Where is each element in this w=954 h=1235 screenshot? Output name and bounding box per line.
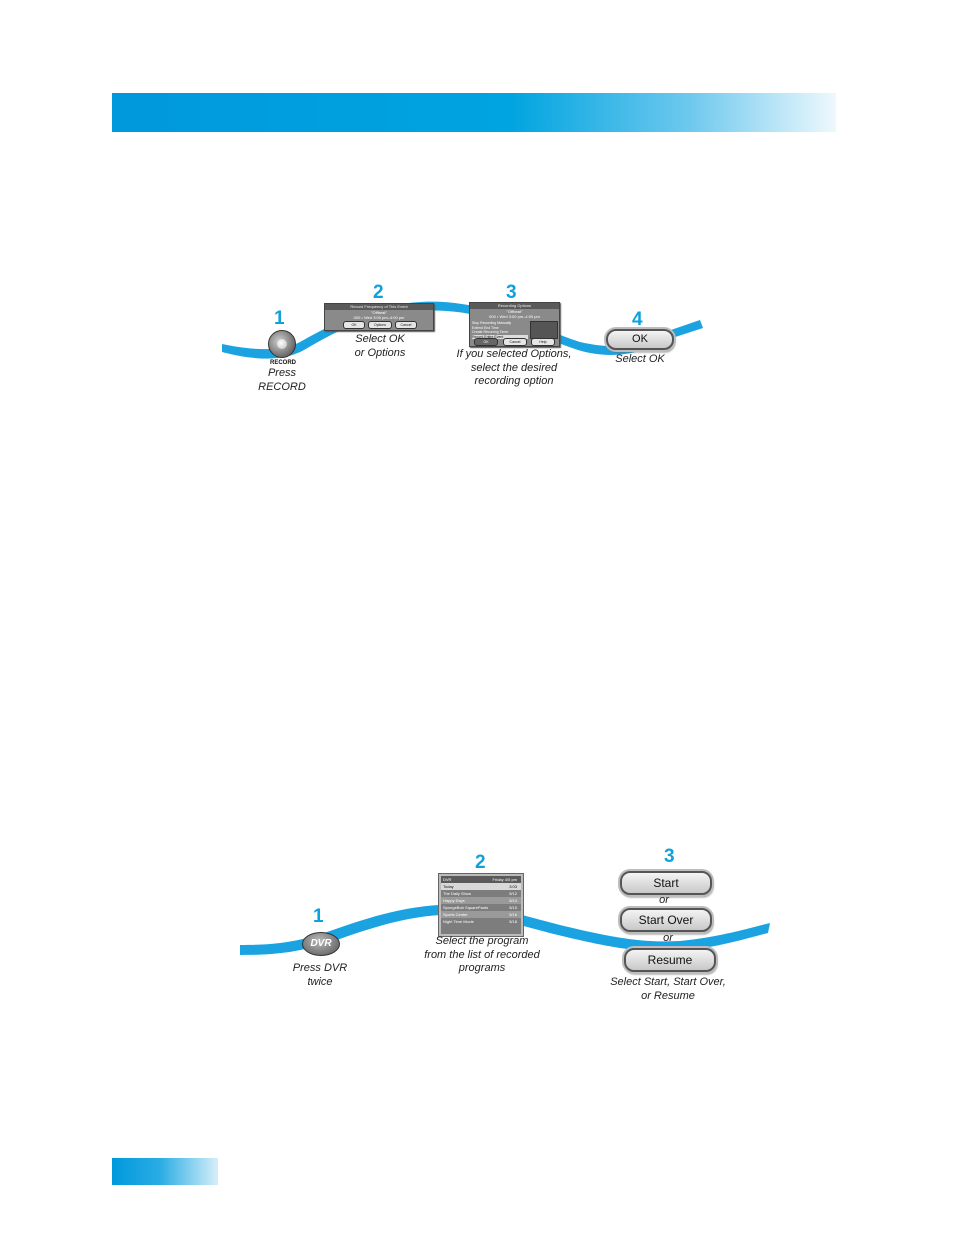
- options-ok-button[interactable]: OK: [474, 338, 498, 346]
- resume-button[interactable]: Resume: [624, 948, 716, 972]
- dvr-step-3-number: 3: [664, 846, 675, 867]
- dialog-options-button[interactable]: Options: [368, 321, 392, 329]
- step-4-number: 4: [632, 309, 643, 330]
- option-record-entire-event[interactable]: Record Entire Event: [472, 334, 528, 339]
- dialog-cancel-button[interactable]: Cancel: [395, 321, 417, 329]
- step-2-number: 2: [373, 282, 384, 303]
- header-bar: [112, 93, 836, 132]
- start-over-button[interactable]: Start Over: [620, 908, 712, 932]
- options-help-button[interactable]: Help: [531, 338, 555, 346]
- or-label-2: or: [663, 932, 673, 944]
- footer-bar: [112, 1158, 218, 1185]
- ok-button[interactable]: OK: [606, 329, 674, 350]
- options-cancel-button[interactable]: Cancel: [503, 338, 527, 346]
- dvr-step-2-number: 2: [475, 852, 486, 873]
- dvr-button[interactable]: DVR: [302, 932, 340, 956]
- step-4-caption: Select OK: [615, 353, 665, 365]
- option-create-recurring-timer[interactable]: Create Recurring Timer: [472, 330, 509, 334]
- step-1-number: 1: [274, 308, 285, 329]
- ribbon-dvr-flow: [240, 904, 770, 955]
- option-extend-end-time[interactable]: Extend End Time: [472, 325, 499, 330]
- recording-options-dialog: Recording Options "Offbeat" 000 • Wed 3:…: [469, 302, 560, 347]
- record-frequency-dialog: Record Frequency of This Event "Offbeat"…: [324, 303, 434, 331]
- step-3-caption: If you selected Options,select the desir…: [456, 348, 572, 387]
- dvr-step-3-caption: Select Start, Start Over,or Resume: [610, 976, 726, 1002]
- dialog-ok-button[interactable]: OK: [343, 321, 365, 329]
- dialog-preview-pane: [530, 321, 558, 339]
- record-button[interactable]: [268, 330, 296, 358]
- start-button[interactable]: Start: [620, 871, 712, 895]
- record-icon: [277, 339, 287, 349]
- or-label-1: or: [659, 894, 669, 906]
- ribbon-record-flow: [222, 301, 703, 359]
- option-stop-recording[interactable]: Stop Recording Manually: [472, 321, 512, 325]
- dvr-step-1-number: 1: [313, 906, 324, 927]
- record-button-label: RECORD: [270, 360, 297, 366]
- step-3-number: 3: [506, 282, 517, 303]
